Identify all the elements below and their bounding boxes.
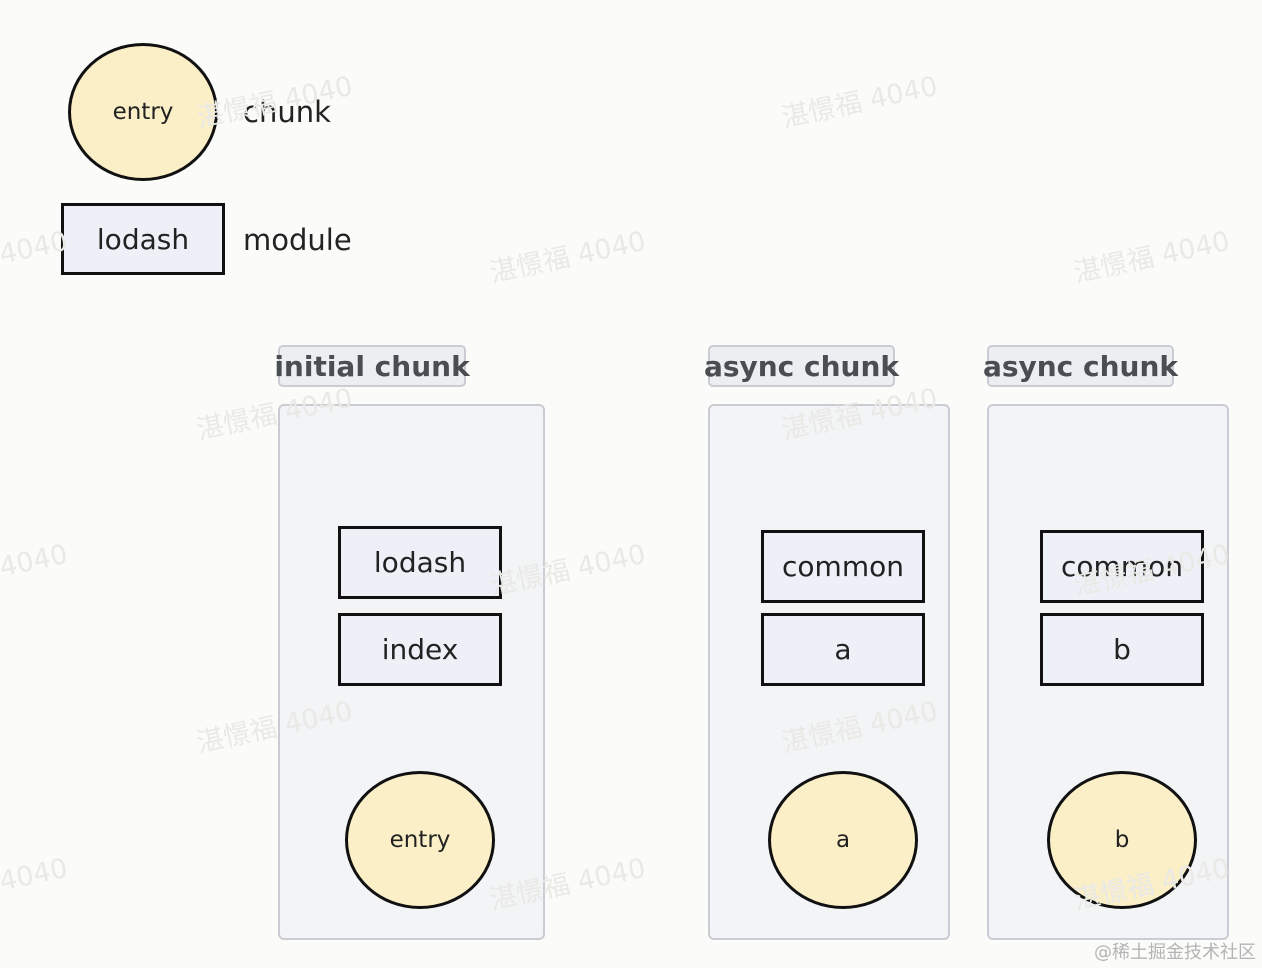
watermark: 湛憬福 4040 (1071, 225, 1233, 290)
legend-chunk-symbol-label: entry (112, 99, 174, 125)
entry-circle: a (768, 771, 918, 909)
module-label: lodash (373, 546, 467, 579)
module-box: b (1040, 613, 1204, 686)
entry-label: entry (389, 827, 451, 853)
watermark: 湛憬福 4040 (779, 70, 941, 135)
chunk-title: async chunk (704, 345, 899, 387)
entry-circle: entry (345, 771, 495, 909)
legend-module-text: module (243, 223, 352, 257)
module-box: common (1040, 530, 1204, 603)
module-box: index (338, 613, 502, 686)
watermark: 湛憬福 4040 (0, 852, 71, 916)
module-label: b (1113, 633, 1131, 666)
legend-chunk-text: chunk (243, 95, 331, 129)
module-label: common (1061, 550, 1183, 583)
watermark: 湛憬福 4040 (487, 225, 649, 290)
entry-circle: b (1047, 771, 1197, 909)
entry-label: a (835, 827, 851, 853)
module-label: a (834, 633, 852, 666)
entry-label: b (1114, 827, 1130, 853)
module-box: common (761, 530, 925, 603)
chunk-title: async chunk (983, 345, 1178, 387)
legend-module-symbol: lodash (61, 203, 225, 275)
legend-chunk-symbol: entry (68, 43, 218, 181)
legend-module-symbol-label: lodash (96, 222, 190, 256)
watermark: 湛憬福 4040 (0, 538, 71, 602)
module-label: common (782, 550, 904, 583)
chunk-title: initial chunk (274, 345, 470, 387)
module-label: index (381, 633, 459, 666)
module-box: lodash (338, 526, 502, 599)
source-credit: @稀土掘金技术社区 (1094, 942, 1256, 963)
module-box: a (761, 613, 925, 686)
